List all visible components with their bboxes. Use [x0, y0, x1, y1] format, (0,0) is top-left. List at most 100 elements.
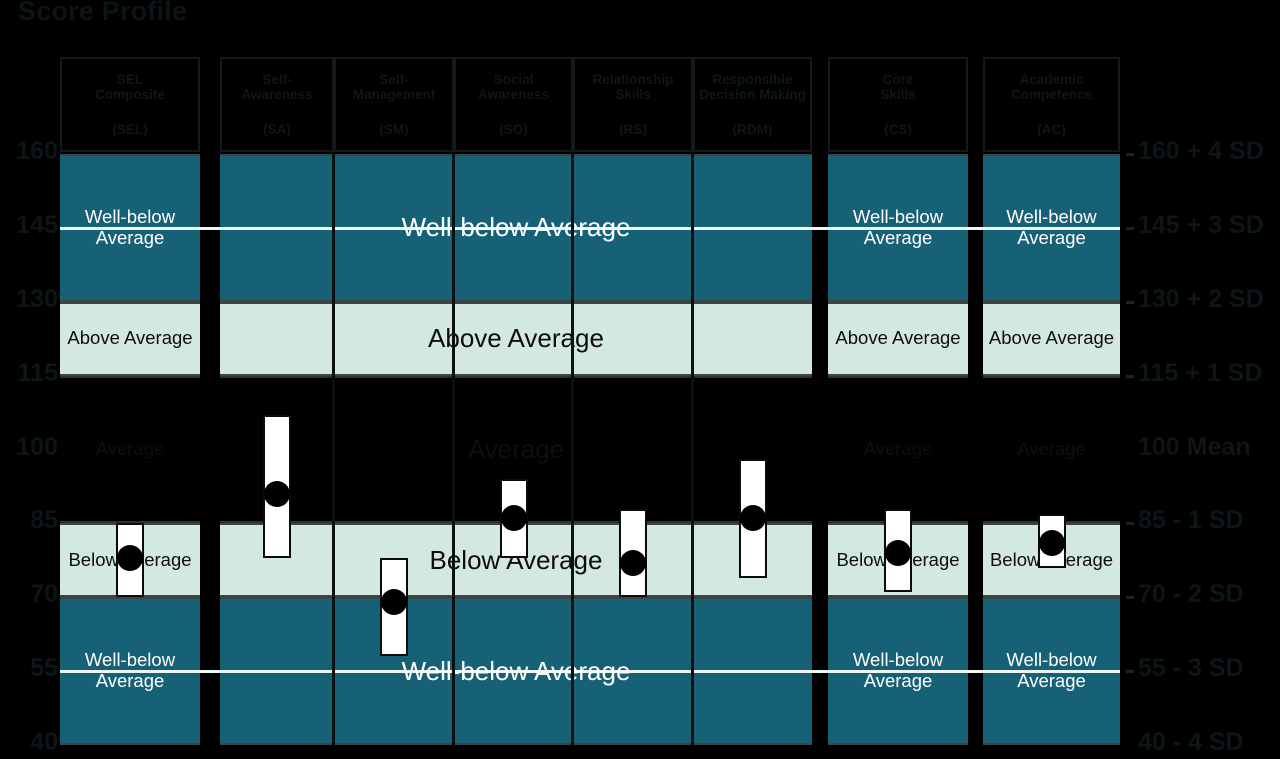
- band-label: Average: [467, 433, 565, 464]
- column-header-name: Management: [352, 86, 436, 102]
- y-axis-tickmark-145: [1126, 226, 1134, 230]
- band-label: Above Average: [67, 327, 193, 349]
- y-axis-tick-left-115: 115: [17, 358, 58, 387]
- band-label: Average: [95, 438, 165, 460]
- score-dot-cs: [885, 539, 911, 566]
- y-axis-tickmark-115: [1126, 374, 1134, 378]
- y-axis-tick-left-130: 130: [16, 284, 58, 313]
- column-header-abbr: (AC): [1037, 122, 1066, 138]
- band-cs-2: Average: [828, 375, 968, 524]
- y-axis-tickmark-55: [1126, 670, 1134, 674]
- column-header-name: SEL: [116, 72, 144, 87]
- column-separator-3: [691, 154, 694, 745]
- y-axis-tick-right-85: 85 - 1 SD: [1138, 506, 1244, 535]
- column-header-name: Competence: [1010, 86, 1093, 102]
- band-sel-4: Well-below Average: [60, 597, 200, 745]
- column-header-abbr: (CS): [884, 122, 912, 138]
- column-header-abbr: (SA): [263, 122, 291, 138]
- column-header-abbr: (SO): [499, 122, 528, 138]
- band-ac-2: Average: [983, 375, 1120, 524]
- band-sel-0: Well-below Average: [60, 154, 200, 302]
- y-axis-tick-right-160: 160 + 4 SD: [1138, 137, 1264, 165]
- band-label: Well-below Average: [852, 649, 944, 692]
- column-separator-2: [571, 154, 574, 745]
- column-header-name: Core: [882, 72, 914, 87]
- y-axis-tick-right-55: 55 - 3 SD: [1138, 654, 1244, 683]
- score-dot-rs: [620, 549, 646, 576]
- column-header-abbr: (RS): [619, 122, 647, 138]
- column-header-name: Self-: [379, 72, 409, 87]
- y-axis-tick-right-40: 40 - 4 SD: [1138, 728, 1244, 756]
- reference-line-55: [60, 670, 1120, 674]
- y-axis-tick-left-40: 40: [30, 728, 58, 756]
- band-label: Well-below Average: [1006, 649, 1097, 692]
- y-axis-tick-right-130: 130 + 2 SD: [1138, 284, 1264, 313]
- y-axis-tickmark-160: [1126, 153, 1134, 156]
- y-axis-tick-right-100: 100 Mean: [1138, 432, 1251, 461]
- score-dot-so: [500, 505, 527, 532]
- band-ac-0: Well-below Average: [983, 154, 1120, 302]
- y-axis-tickmark-70: [1126, 596, 1134, 600]
- column-header-abbr: (RDM): [732, 122, 773, 138]
- band-label: Well-below Average: [84, 206, 176, 248]
- band-ac-1: Above Average: [983, 301, 1120, 376]
- column-separator-1: [452, 154, 455, 745]
- column-header-name: Awareness: [477, 86, 550, 102]
- y-axis-tick-right-145: 145 + 3 SD: [1138, 210, 1264, 239]
- page-title: Score Profile: [18, 0, 188, 26]
- column-header-name: Responsible: [712, 72, 793, 87]
- y-axis-tick-right-115: 115 + 1 SD: [1138, 358, 1263, 387]
- band-sel-1: Above Average: [60, 301, 200, 376]
- column-header-name: Awareness: [241, 86, 313, 102]
- band-label: Average: [863, 438, 933, 460]
- column-header-sa: Self-Awareness (SA): [220, 57, 334, 152]
- score-dot-sm: [381, 589, 407, 616]
- column-header-abbr: (SEL): [112, 122, 148, 138]
- band-label: Well-below Average: [852, 206, 944, 248]
- reference-line-145: [60, 226, 1120, 230]
- column-header-name: Decision Making: [699, 86, 806, 102]
- column-header-name: Social: [493, 72, 534, 87]
- y-axis-tick-left-160: 160: [16, 137, 58, 165]
- band-label: Above Average: [988, 327, 1115, 349]
- y-axis-tick-left-100: 100: [16, 432, 58, 461]
- band-merged-1: Above Average: [220, 301, 812, 376]
- column-header-name: Composite: [95, 86, 165, 102]
- score-dot-ac: [1038, 530, 1065, 557]
- column-header-name: Relationship: [592, 72, 674, 87]
- score-dot-sel: [117, 544, 143, 571]
- column-separator-0: [332, 154, 335, 745]
- band-label: Well-below Average: [401, 655, 631, 686]
- band-cs-0: Well-below Average: [828, 154, 968, 302]
- band-sel-2: Average: [60, 375, 200, 524]
- column-header-abbr: (SM): [379, 122, 409, 138]
- band-ac-4: Well-below Average: [983, 597, 1120, 745]
- column-header-name: Self-: [262, 72, 292, 87]
- y-axis-tick-left-55: 55: [30, 654, 58, 683]
- band-label: Well-below Average: [1006, 206, 1097, 248]
- band-label: Above Average: [428, 323, 604, 354]
- y-axis-tickmark-130: [1126, 300, 1134, 304]
- band-cs-4: Well-below Average: [828, 597, 968, 745]
- y-axis-tick-right-70: 70 - 2 SD: [1138, 580, 1244, 609]
- column-header-name: Academic: [1019, 72, 1084, 87]
- y-axis-tickmark-85: [1126, 522, 1134, 526]
- y-axis-tick-left-70: 70: [30, 580, 58, 609]
- column-header-sm: Self-Management (SM): [334, 57, 454, 152]
- band-label: Above Average: [835, 327, 961, 349]
- column-header-name: Skills: [880, 86, 916, 102]
- score-dot-sa: [264, 480, 290, 507]
- score-dot-rdm: [739, 505, 766, 532]
- y-axis-tick-left-85: 85: [30, 506, 58, 535]
- y-axis-tick-left-145: 145: [16, 210, 58, 239]
- band-label: Well-below Average: [84, 649, 176, 692]
- band-label: Average: [1017, 438, 1086, 460]
- column-header-name: Skills: [615, 86, 651, 102]
- band-cs-1: Above Average: [828, 301, 968, 376]
